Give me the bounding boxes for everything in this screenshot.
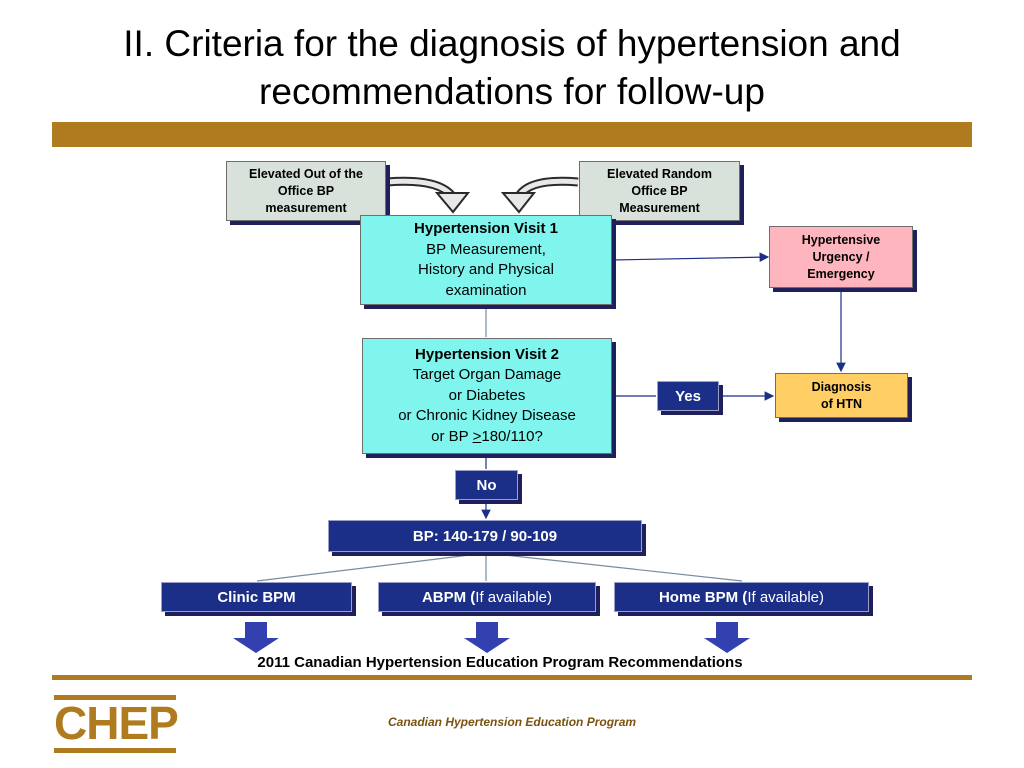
no-label: No — [455, 470, 518, 500]
title-line-2: recommendations for follow-up — [259, 71, 765, 112]
urgency-line-1: Hypertensive — [801, 232, 881, 247]
urgency-line-2: Urgency / — [812, 249, 870, 264]
home-bold: Home BPM ( — [658, 588, 748, 606]
recommendation-note: 2011 Canadian Hypertension Education Pro… — [257, 654, 743, 671]
visit1-line-2: History and Physical — [418, 261, 554, 278]
curved-arrow-right-head — [500, 192, 537, 214]
visit2-line-3: or Chronic Kidney Disease — [398, 407, 576, 425]
elevated-office-line-3: measurement — [265, 200, 347, 215]
visit2-title: Hypertension Visit 2 — [415, 345, 559, 363]
yes-label: Yes — [657, 381, 719, 411]
elevated-random-line-3: Measurement — [619, 200, 700, 215]
elevated-random-line-2: Office BP — [631, 183, 688, 198]
visit1-line-1: BP Measurement, — [426, 240, 546, 258]
bp-range-text: BP: 140-179 / 90-109 — [412, 527, 558, 545]
organization-name: Canadian Hypertension Education Program — [388, 715, 637, 729]
header-rule — [52, 122, 972, 147]
logo-bottom-bar — [54, 748, 176, 753]
logo-top-bar — [54, 695, 176, 700]
abpm-text: ABPM (If available) — [422, 589, 552, 606]
elevated-random-office-box: Elevated Random Office BP Measurement — [579, 161, 740, 221]
clinic-bpm-text: Clinic BPM — [217, 588, 296, 606]
connector-visit1-urgency — [611, 252, 770, 262]
diagnosis-htn-box: Diagnosis of HTN — [775, 373, 908, 418]
visit2-line-4-prefix: or BP — [431, 427, 473, 445]
elevated-office-line-2: Office BP — [277, 183, 335, 198]
urgency-line-3: Emergency — [807, 266, 875, 281]
curved-arrow-left-head — [434, 192, 471, 214]
hypertension-visit-1-box: Hypertension Visit 1 BP Measurement, His… — [360, 215, 612, 305]
diagnosis-line-1: Diagnosis — [811, 379, 872, 394]
abpm-light: If available) — [475, 588, 553, 606]
visit2-line-1: Target Organ Damage — [412, 366, 562, 384]
abpm-bold: ABPM ( — [421, 588, 476, 606]
down-arrow-clinic — [233, 622, 279, 653]
visit1-line-3: examination — [445, 281, 527, 299]
clinic-bpm-box: Clinic BPM — [161, 582, 352, 612]
no-text: No — [476, 476, 497, 494]
connector-bp-clinic — [256, 552, 487, 582]
chep-logo: CHEP — [54, 697, 179, 749]
abpm-box: ABPM (If available) — [378, 582, 596, 612]
yes-text: Yes — [675, 387, 701, 405]
visit2-line-4-value: 180/110? — [481, 427, 543, 445]
title-line-1: II. Criteria for the diagnosis of hypert… — [123, 23, 901, 64]
bp-range-box: BP: 140-179 / 90-109 — [328, 520, 642, 552]
home-bpm-box: Home BPM (If available) — [614, 582, 869, 612]
down-arrow-abpm — [464, 622, 510, 653]
diagnosis-line-2: of HTN — [821, 396, 862, 411]
visit2-line-2: or Diabetes — [448, 386, 526, 404]
connector-bp-home — [485, 552, 743, 582]
hypertension-visit-2-box: Hypertension Visit 2 Target Organ Damage… — [362, 338, 612, 454]
down-arrow-home — [704, 622, 750, 653]
visit1-title: Hypertension Visit 1 — [414, 220, 558, 237]
footer-rule — [52, 675, 972, 680]
hypertensive-urgency-box: Hypertensive Urgency / Emergency — [769, 226, 913, 288]
elevated-out-of-office-box: Elevated Out of the Office BP measuremen… — [226, 161, 386, 221]
home-bpm-text: Home BPM (If available) — [659, 589, 824, 606]
visit2-line-4: or BP >180/110? — [431, 427, 543, 448]
elevated-office-line-1: Elevated Out of the — [249, 166, 363, 181]
visit2-ge-symbol: > — [472, 427, 482, 445]
slide-title: II. Criteria for the diagnosis of hypert… — [0, 20, 1024, 116]
home-light: If available) — [747, 588, 825, 606]
elevated-random-line-1: Elevated Random — [607, 166, 712, 181]
